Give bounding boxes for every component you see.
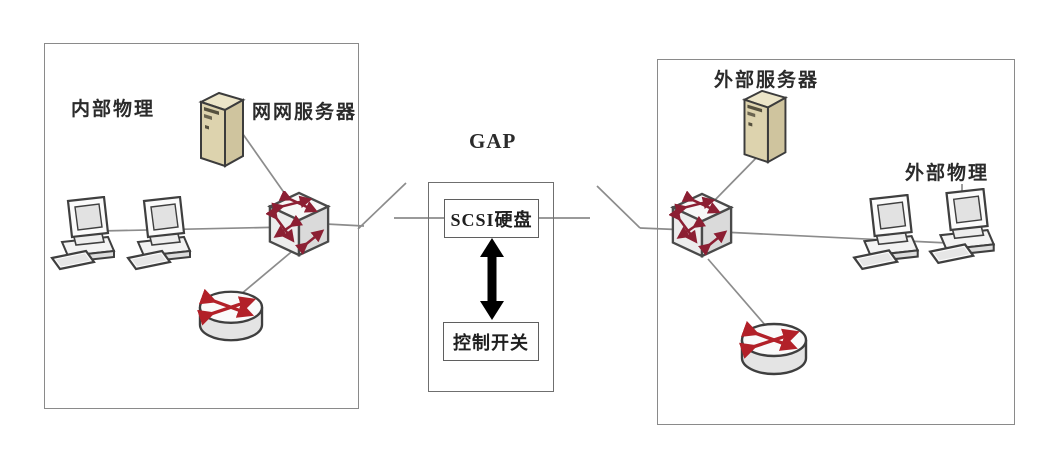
double-headed-arrow-icon [480, 238, 504, 320]
external-physical-label: 外部物理 [905, 163, 990, 184]
control-switch-box: 控制开关 [443, 322, 539, 361]
external-network-switch-icon [669, 191, 735, 261]
internal-router-icon [196, 284, 266, 348]
external-router-icon [738, 316, 810, 382]
gap-unit-box [428, 182, 554, 392]
internal-server-tower-icon [193, 90, 249, 170]
external-workstation-1-icon [852, 194, 926, 274]
external-server-label: 外部服务器 [714, 70, 820, 91]
internal-workstation-1-icon [50, 196, 122, 274]
internal-workstation-2-icon [126, 196, 198, 274]
internal-zone-label: 内部物理 [71, 99, 156, 120]
internal-network-switch-icon [266, 191, 332, 259]
gap-title: GAP [469, 129, 517, 153]
external-server-tower-icon [736, 88, 792, 166]
external-workstation-2-icon [928, 188, 1002, 268]
internal-zone-box [44, 43, 359, 409]
internal-server-label: 网网服务器 [252, 102, 358, 123]
external-zone-box [657, 59, 1015, 425]
scsi-disk-box: SCSI硬盘 [444, 199, 539, 238]
